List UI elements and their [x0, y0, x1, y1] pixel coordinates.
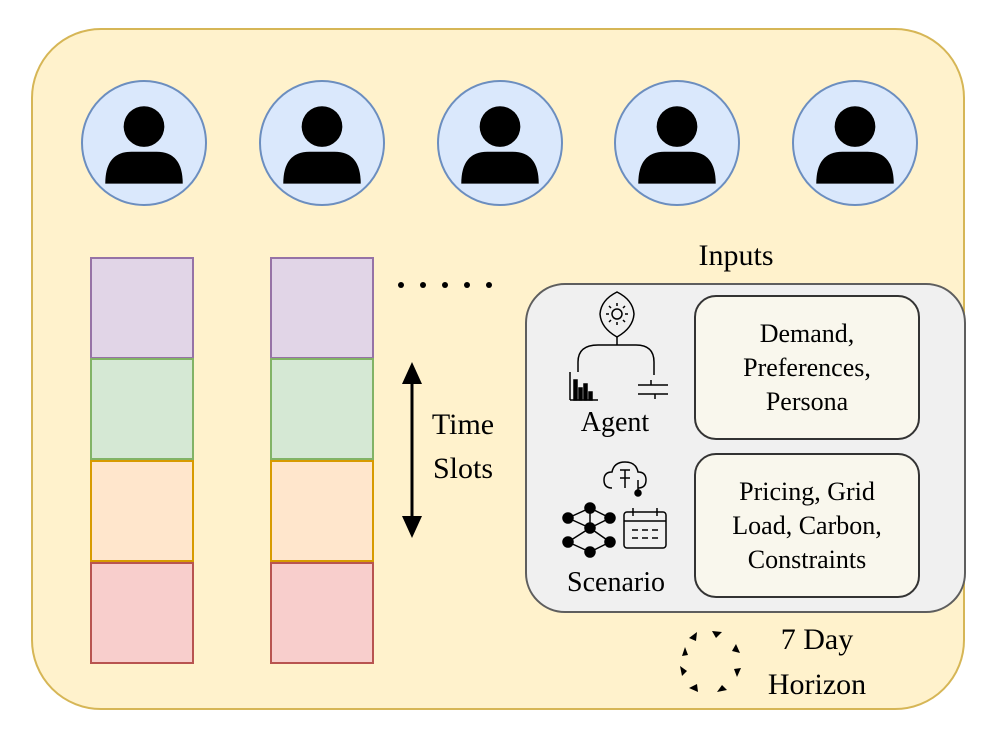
timeslot-red — [270, 562, 374, 664]
scenario-label: Scenario — [567, 567, 665, 598]
agent-input-line: Demand, — [759, 318, 855, 348]
timeslot-orange — [90, 460, 194, 562]
agent-avatar-4 — [614, 80, 740, 206]
scenario-inputs-box: Pricing, Grid Load, Carbon, Constraints — [694, 453, 920, 598]
horizon-label-line2: Horizon — [767, 668, 867, 701]
timeslot-green — [270, 358, 374, 460]
ellipsis-dot — [486, 282, 492, 288]
horizon-label-line1: 7 Day — [780, 623, 854, 656]
agent-input-line: Persona — [765, 386, 849, 416]
timeslot-purple — [270, 257, 374, 359]
ellipsis-dot — [420, 282, 426, 288]
ellipsis-dot — [464, 282, 470, 288]
agent-input-line: Preferences, — [743, 352, 871, 382]
scenario-input-line: Constraints — [747, 544, 867, 574]
timeslot-red — [90, 562, 194, 664]
timeslot-orange — [270, 460, 374, 562]
agent-avatar-1 — [81, 80, 207, 206]
time-slots-label-line1: Time — [431, 408, 495, 441]
timeslot-green — [90, 358, 194, 460]
person-icon — [816, 106, 894, 184]
person-icon — [461, 106, 539, 184]
agent-avatar-5 — [792, 80, 918, 206]
timeslot-purple — [90, 257, 194, 359]
ellipsis-dots — [398, 282, 493, 292]
ellipsis-dot — [398, 282, 404, 288]
time-slots-label-line2: Slots — [432, 452, 494, 485]
scenario-input-line: Pricing, Grid — [739, 476, 875, 506]
agent-inputs-box: Demand, Preferences, Persona — [694, 295, 920, 440]
person-icon — [283, 106, 361, 184]
person-icon — [105, 106, 183, 184]
agent-label: Agent — [580, 407, 650, 438]
scenario-input-line: Load, Carbon, — [732, 510, 882, 540]
ellipsis-dot — [442, 282, 448, 288]
agent-avatar-3 — [437, 80, 563, 206]
inputs-title: Inputs — [698, 239, 774, 272]
person-icon — [638, 106, 716, 184]
agent-avatar-2 — [259, 80, 385, 206]
